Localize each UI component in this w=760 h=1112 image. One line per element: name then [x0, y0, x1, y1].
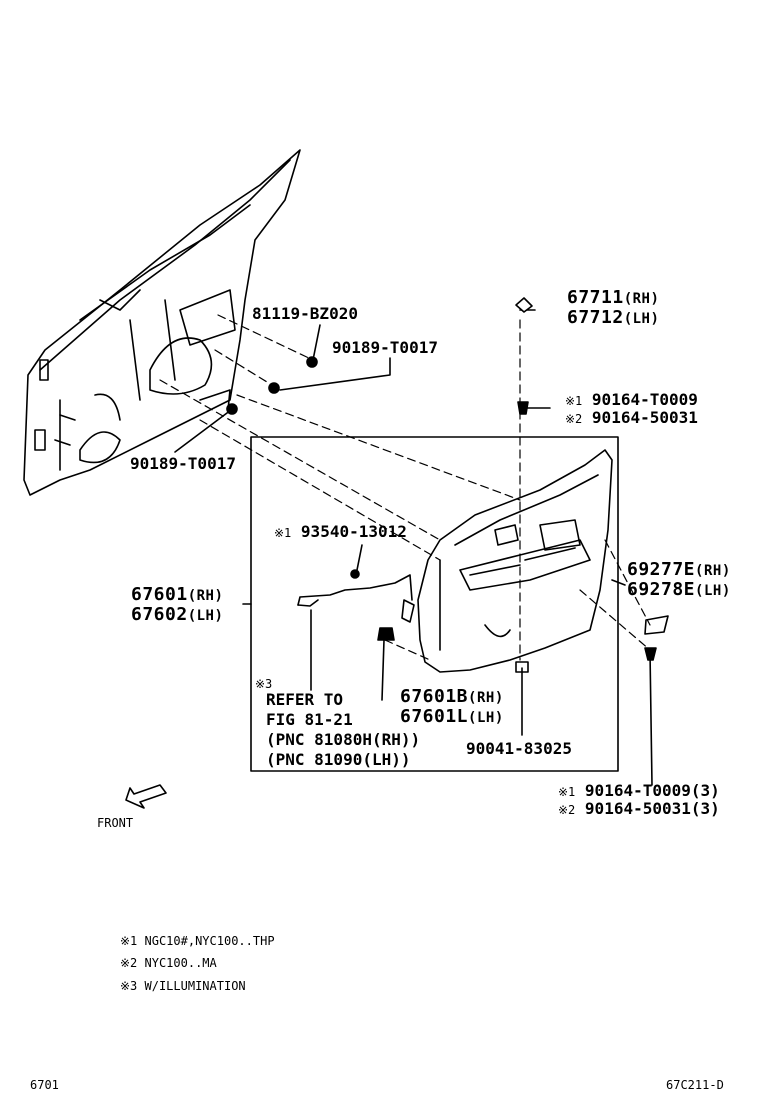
door-shell [23, 149, 301, 496]
fasteners [226, 297, 657, 661]
label-90164-t0009: ※1 90164-T0009 [565, 390, 698, 409]
label-refer-mark: ※3 [255, 677, 273, 691]
label-90164-50031-3: ※2 90164-50031(3) [558, 799, 720, 818]
note-1: ※1 NGC10#,NYC100..THP [120, 934, 275, 948]
label-refer-line4: (PNC 81090(LH)) [266, 750, 411, 769]
pad-69277E [644, 615, 669, 635]
label-69278E: 69278E(LH) [627, 579, 731, 600]
label-67601B: 67601B(RH) [400, 686, 504, 707]
label-67602: 67602(LH) [131, 604, 224, 625]
footer-figure-number: 6701 [30, 1078, 59, 1092]
label-front: FRONT [97, 816, 134, 830]
label-90189-upper: 90189-T0017 [332, 338, 438, 357]
label-refer-line1: REFER TO [266, 690, 344, 709]
footer-drawing-code: 67C211-D [666, 1078, 724, 1092]
label-69277E: 69277E(RH) [627, 559, 731, 580]
label-refer-line3: (PNC 81080H(RH)) [266, 730, 421, 749]
note-3: ※3 W/ILLUMINATION [120, 979, 246, 993]
front-arrow-icon [125, 784, 167, 809]
clip-67601B [377, 627, 395, 641]
label-93540: ※1 93540-13012 [274, 522, 407, 541]
label-90041: 90041-83025 [466, 739, 572, 758]
door-trim-panel [417, 449, 613, 673]
clip-90041 [515, 661, 529, 673]
wire-harness-plug [297, 599, 319, 607]
label-refer-line2: FIG 81-21 [266, 710, 353, 729]
label-81119: 81119-BZ020 [252, 304, 358, 323]
label-90189-lower: 90189-T0017 [130, 454, 236, 473]
label-90164-50031: ※2 90164-50031 [565, 408, 698, 427]
label-67601: 67601(RH) [131, 584, 224, 605]
label-67711: 67711(RH) [567, 287, 660, 308]
label-90164-t0009-3: ※1 90164-T0009(3) [558, 781, 720, 800]
label-67712: 67712(LH) [567, 307, 660, 328]
wire-harness-connector [401, 599, 415, 623]
note-2: ※2 NYC100..MA [120, 956, 217, 970]
label-67601L: 67601L(LH) [400, 706, 504, 727]
wire-harness [297, 574, 413, 606]
alignment-lines [159, 314, 651, 661]
